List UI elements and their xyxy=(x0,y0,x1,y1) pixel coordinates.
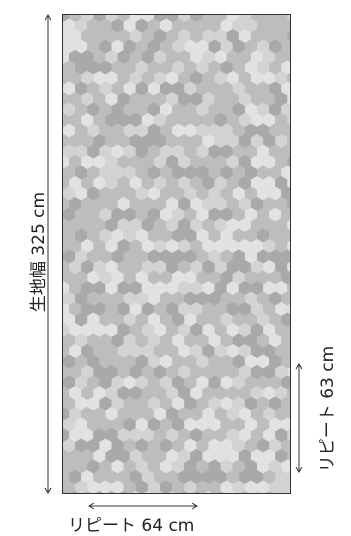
repeat-horizontal-dimension-line xyxy=(88,502,198,510)
repeat-vertical-dimension-line xyxy=(295,363,303,473)
repeat-horizontal-label: リピート 64 cm xyxy=(68,516,195,536)
repeat-vertical-label: リピート 63 cm xyxy=(318,345,338,473)
fabric-swatch xyxy=(62,14,291,494)
fabric-width-label: 生地幅 325 cm xyxy=(29,191,49,313)
fabric-width-dimension-line xyxy=(44,14,52,494)
hexagon-mosaic-pattern xyxy=(63,15,290,493)
